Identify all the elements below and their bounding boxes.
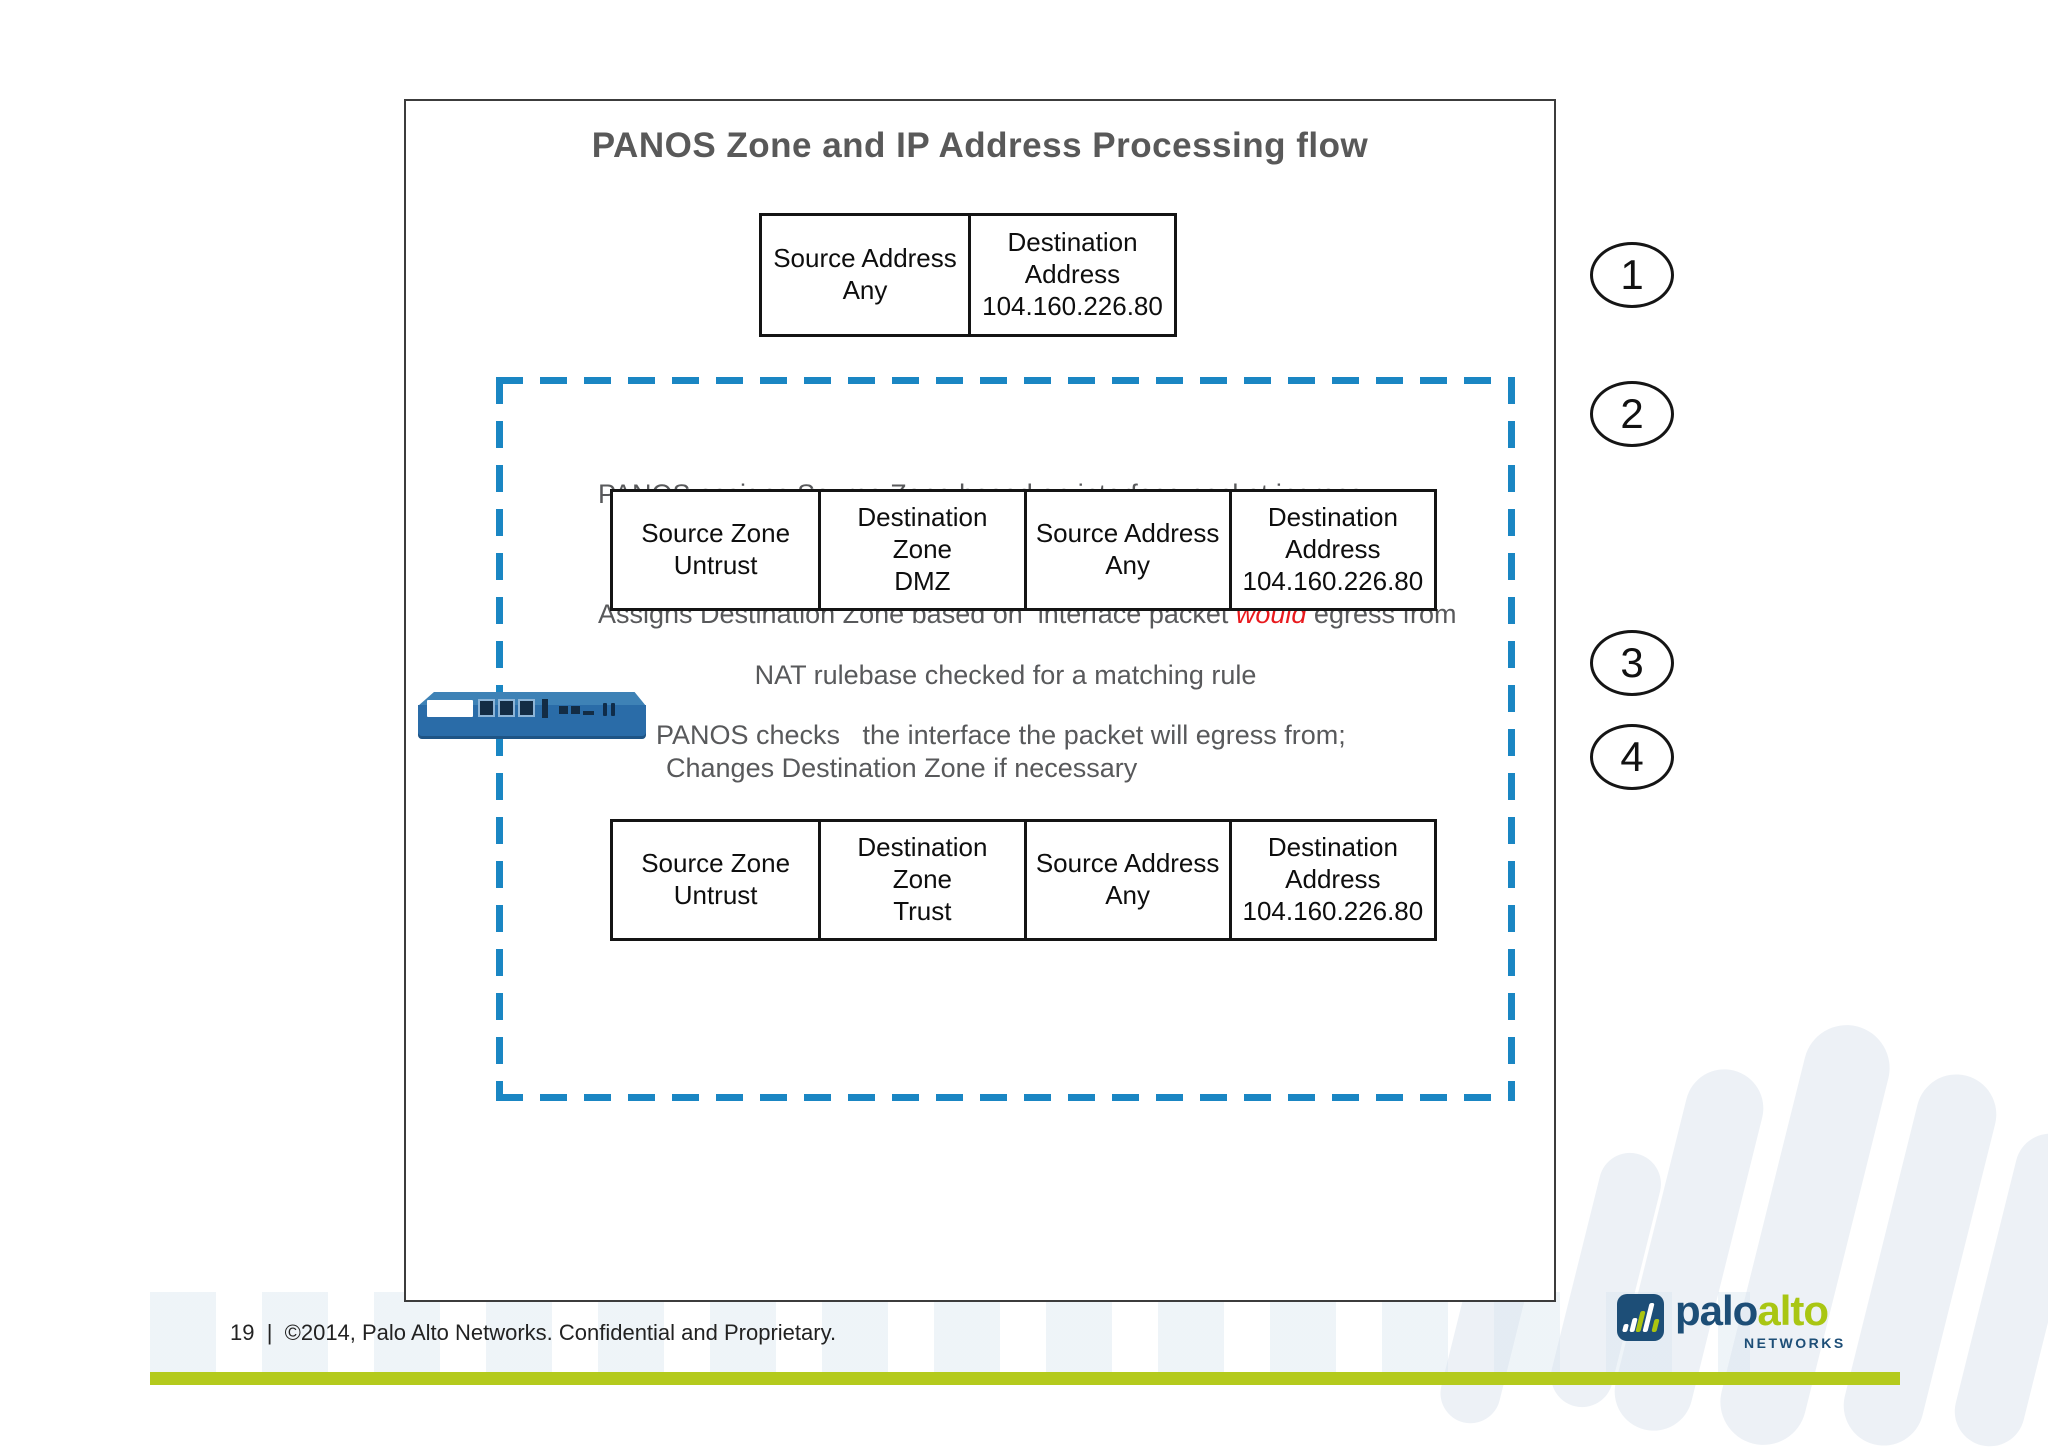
logo-waveform-bar <box>1622 1324 1629 1332</box>
paloalto-wordmark: paloalto <box>1675 1287 1829 1335</box>
logo-word-alto: alto <box>1757 1287 1829 1334</box>
step-3-number: 3 <box>1620 639 1644 686</box>
firewall-port-module <box>518 699 535 717</box>
pre-nat-destination-address-cell: Destination Address 104.160.226.80 <box>1228 492 1434 608</box>
dashed-border-right <box>1508 377 1515 1101</box>
dashed-border-left <box>496 377 503 1101</box>
step-4-number: 4 <box>1620 733 1644 780</box>
step-2-number: 2 <box>1620 390 1644 437</box>
nat-processing-zone-box <box>496 377 1515 1101</box>
packet-address-table: Source Address Any Destination Address 1… <box>759 213 1177 337</box>
post-nat-source-zone-cell: Source Zone Untrust <box>641 848 791 910</box>
slide-title: PANOS Zone and IP Address Processing flo… <box>591 126 1369 165</box>
paloalto-logo-icon <box>1617 1294 1664 1341</box>
firewall-slot <box>542 699 548 718</box>
step-4-badge: 4 <box>1590 724 1674 790</box>
firewall-small-port <box>559 706 568 714</box>
pre-nat-source-address-cell: Source Address Any <box>1023 492 1229 608</box>
firewall-small-port <box>571 706 580 714</box>
background-watermark-strip <box>150 1292 1750 1372</box>
step-1-number: 1 <box>1620 251 1644 298</box>
firewall-led <box>611 703 615 716</box>
pre-nat-zone-table: Source Zone Untrust Destination Zone DMZ… <box>610 489 1437 611</box>
step-3-badge: 3 <box>1590 630 1674 696</box>
post-nat-destination-address-cell: Destination Address 104.160.226.80 <box>1228 822 1434 938</box>
slide-footer-text: 19 | ©2014, Palo Alto Networks. Confiden… <box>230 1320 837 1345</box>
firewall-led <box>603 703 607 716</box>
post-nat-zone-table: Source Zone Untrust Destination Zone Tru… <box>610 819 1437 941</box>
dashed-border-bottom <box>496 1094 1515 1101</box>
firewall-port-module <box>478 699 495 717</box>
paloalto-networks-logo: paloalto NETWORKS <box>1617 1287 1843 1353</box>
nat-rulebase-check-text: NAT rulebase checked for a matching rule <box>754 660 1257 690</box>
pre-nat-source-zone-cell: Source Zone Untrust <box>641 518 791 580</box>
logo-waveform-bar <box>1651 1319 1660 1332</box>
footer-accent-bar <box>150 1372 1900 1385</box>
step-2-badge: 2 <box>1590 381 1674 447</box>
logo-word-palo: palo <box>1675 1287 1758 1334</box>
dashed-border-top <box>496 377 1515 384</box>
post-nat-destination-zone-cell: Destination Zone Trust <box>818 822 1023 938</box>
pre-nat-destination-zone-cell: Destination Zone DMZ <box>818 492 1023 608</box>
firewall-flat-port <box>583 711 594 715</box>
packet-source-address-cell: Source Address Any <box>773 243 957 305</box>
egress-check-line1: PANOS checks the interface the packet wi… <box>656 720 1346 750</box>
firewall-port-module <box>498 699 515 717</box>
egress-check-line2: Changes Destination Zone if necessary <box>666 753 1138 783</box>
logo-networks-label: NETWORKS <box>1744 1335 1846 1351</box>
firewall-label-plate <box>427 700 473 717</box>
step-1-badge: 1 <box>1590 242 1674 308</box>
packet-destination-address-cell: Destination Address 104.160.226.80 <box>968 216 1174 334</box>
firewall-appliance-icon <box>418 692 646 740</box>
post-nat-source-address-cell: Source Address Any <box>1023 822 1229 938</box>
